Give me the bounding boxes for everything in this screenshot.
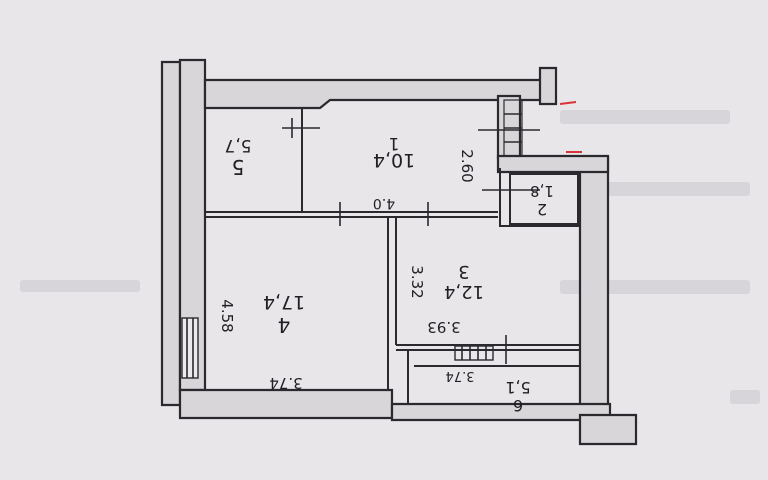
red-marks [559, 101, 582, 153]
room-5-number: 5 [232, 155, 245, 179]
dimension-labels: 2.60 4.0 3.32 4.58 3.93 3.74 3.74 [218, 149, 476, 392]
room-2-number: 2 [537, 200, 547, 219]
partition-2-box [499, 168, 580, 227]
dim-40: 4.0 [373, 195, 395, 211]
dim-458: 4.58 [218, 299, 236, 332]
partition-horizontal [205, 211, 498, 218]
dim-374-balcony: 3.74 [446, 368, 475, 383]
dim-260: 2.60 [458, 149, 476, 182]
room-2-area: 1,8 [530, 182, 554, 200]
bottom-wall-right [390, 402, 612, 422]
dim-332: 3.32 [408, 265, 426, 298]
right-upper-wall [496, 94, 522, 160]
room-3-number: 3 [458, 261, 469, 282]
dim-374: 3.74 [269, 374, 302, 392]
door-marks [181, 99, 540, 379]
room-6-area: 5,1 [505, 378, 530, 397]
room-4-area: 17,4 [263, 291, 305, 313]
room-3-area: 12,4 [444, 281, 484, 302]
top-wall [203, 78, 550, 110]
dim-393: 3.93 [427, 318, 460, 336]
room-1-area: 10,4 [373, 149, 415, 171]
left-wall [160, 60, 182, 407]
right-top-cap [496, 154, 610, 174]
partitions [205, 108, 580, 404]
bottom-right-foot [578, 413, 638, 446]
partition-6-left [407, 350, 580, 404]
room-6-number: 6 [513, 396, 523, 415]
room-5-area: 5,7 [224, 135, 251, 155]
room-1-number: 1 [389, 133, 400, 153]
room-4-number: 4 [278, 313, 291, 337]
partition-4-3 [387, 217, 397, 390]
room-labels: 5 5,7 1 10,4 2 1,8 3 12,4 4 17,4 6 5,1 [224, 133, 553, 415]
exterior-walls [160, 58, 638, 446]
partition-3-bottom [396, 344, 580, 351]
top-wall-end [538, 66, 558, 106]
bottom-wall-left [178, 388, 394, 420]
right-outer-wall [578, 156, 610, 417]
